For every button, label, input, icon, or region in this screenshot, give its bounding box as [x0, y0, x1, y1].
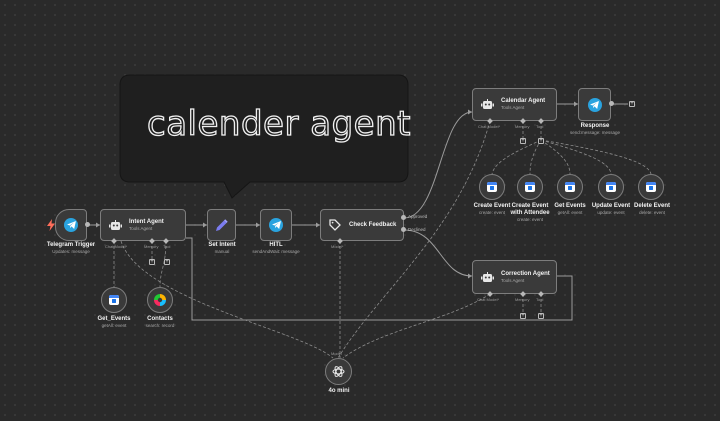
google-calendar-icon — [109, 295, 119, 305]
4o-mini-label: 4o mini — [328, 388, 350, 394]
create-event-with-attendee-tool[interactable] — [517, 174, 543, 200]
response-label: Response send:message: message — [569, 123, 621, 135]
set-intent-node[interactable] — [207, 209, 236, 241]
get-events-label: Get Events getAll: event — [554, 203, 586, 215]
delete-event-tool[interactable] — [638, 174, 664, 200]
hitl-node[interactable] — [260, 209, 292, 241]
get-events-left-label: Get_Events getAll: event — [97, 316, 131, 328]
wire-declined-correction — [403, 229, 473, 277]
response-node[interactable] — [578, 88, 611, 121]
wire-approved-calendar — [403, 111, 473, 219]
robot-icon — [473, 271, 501, 283]
pencil-icon — [216, 218, 228, 231]
create-event-tool[interactable] — [479, 174, 505, 200]
tag-icon — [321, 219, 349, 231]
create-event-label: Create Event create: event — [473, 203, 511, 215]
correction-tool-port: Tool — [536, 297, 544, 302]
intent-memory-add-button[interactable]: + — [149, 259, 155, 265]
telegram-trigger-output[interactable] — [85, 222, 90, 227]
update-event-tool[interactable] — [598, 174, 624, 200]
google-calendar-icon — [565, 182, 575, 192]
telegram-trigger-label: Telegram Trigger Updates: message — [46, 242, 96, 254]
update-event-label: Update Event update: event — [591, 203, 631, 215]
calendar-memory-port: Memory — [515, 124, 530, 129]
google-calendar-icon — [525, 182, 535, 192]
calendar-tool-port: Tool — [536, 124, 544, 129]
approved-output[interactable] — [401, 215, 406, 220]
correction-memory-add-button[interactable]: + — [520, 313, 526, 319]
openai-icon — [332, 366, 345, 377]
check-feedback-title: Check Feedback — [349, 221, 397, 228]
get-events-tool[interactable] — [557, 174, 583, 200]
google-calendar-icon — [606, 182, 616, 192]
intent-tool-port: Tool — [163, 244, 171, 249]
correction-tool-add-button[interactable]: + — [538, 313, 544, 319]
create-event-with-attendee-label: Create Event with Attendee create: event — [510, 203, 550, 222]
hitl-label: HITL sendAndWait: message — [252, 242, 300, 254]
set-intent-label: Set Intent manual — [208, 242, 236, 254]
google-calendar-icon — [487, 182, 497, 192]
correction-agent-title: Correction Agent — [501, 270, 550, 277]
intent-chat-model-port: Chat Model* — [105, 244, 128, 249]
check-feedback-model-port: Model* — [331, 244, 344, 249]
intent-agent-sub: Tools Agent — [129, 225, 153, 231]
check-feedback-node[interactable]: Check Feedback — [320, 209, 404, 241]
robot-icon — [473, 99, 501, 110]
intent-agent-node[interactable]: Intent Agent Tools Agent — [100, 209, 186, 241]
calendar-memory-add-button[interactable]: + — [520, 138, 526, 144]
google-calendar-icon — [646, 182, 656, 192]
declined-output-label: Declined — [408, 227, 426, 232]
contacts-tool[interactable] — [147, 287, 173, 313]
intent-memory-port: Memory — [144, 244, 159, 249]
approved-output-label: Approved — [408, 214, 428, 219]
telegram-icon — [587, 97, 602, 112]
delete-event-label: Delete Event delete: event — [633, 203, 670, 215]
telegram-icon — [64, 218, 78, 232]
intent-agent-title: Intent Agent — [129, 218, 164, 225]
calendar-agent-title: Calendar Agent — [501, 98, 546, 104]
telegram-icon — [269, 218, 283, 232]
calendar-chat-model-port: Chat Model* — [478, 124, 501, 129]
get-events-left-tool[interactable] — [101, 287, 127, 313]
intent-tool-add-button[interactable]: + — [164, 259, 170, 265]
sticky-note-title: calender agent — [146, 103, 411, 144]
contacts-icon — [154, 294, 166, 306]
calendar-agent-sub: Tools Agent — [501, 105, 525, 110]
correction-agent-sub: Tools Agent — [501, 277, 525, 283]
correction-chat-model-port: Chat Model* — [477, 297, 500, 302]
sticky-note — [119, 74, 409, 199]
bolt-icon — [47, 219, 55, 231]
4o-mini-model-node[interactable] — [325, 358, 352, 385]
response-output[interactable] — [609, 101, 614, 106]
declined-output[interactable] — [401, 227, 406, 232]
contacts-label: Contacts search: record — [145, 316, 175, 328]
wire-correction-loop — [186, 237, 573, 321]
model-port-label: Model — [331, 351, 342, 356]
correction-memory-port: Memory — [515, 297, 530, 302]
calendar-agent-node[interactable]: Calendar Agent Tools Agent — [472, 88, 557, 121]
calendar-tool-add-button[interactable]: + — [538, 138, 544, 144]
response-add-next-button[interactable]: + — [629, 101, 635, 107]
telegram-trigger-node[interactable] — [55, 209, 87, 241]
correction-agent-node[interactable]: Correction Agent Tools Agent — [472, 260, 557, 294]
robot-icon — [101, 219, 129, 231]
